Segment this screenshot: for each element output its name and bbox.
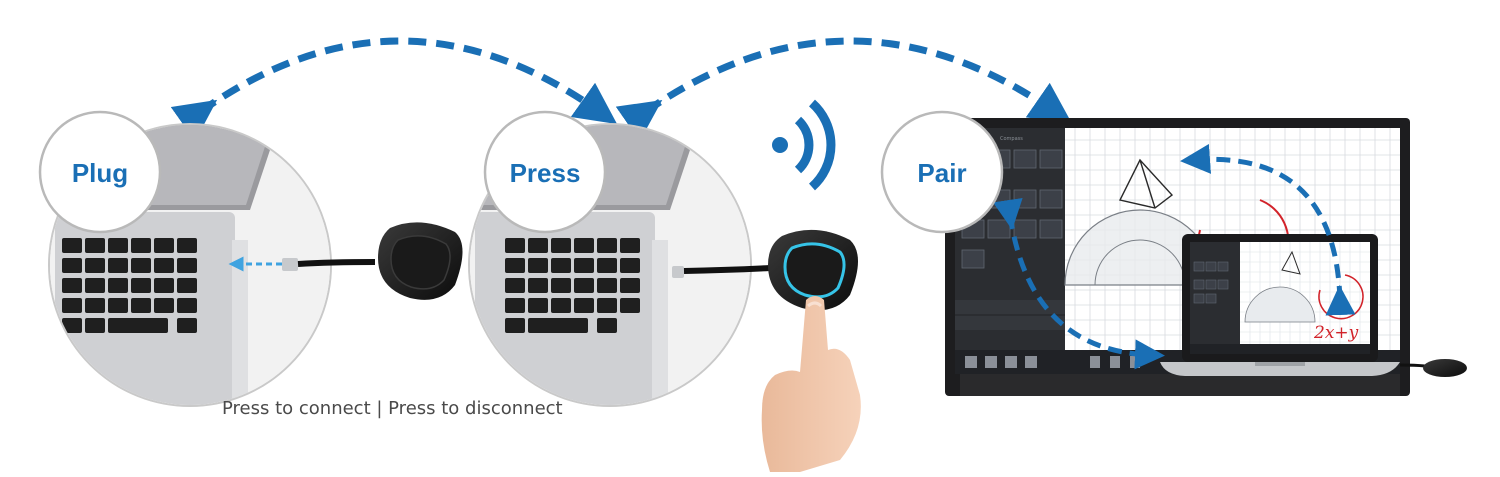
wireless-button-icon bbox=[768, 229, 858, 311]
pair-label: Pair bbox=[917, 158, 966, 188]
press-pair-arrow bbox=[615, 37, 1073, 142]
pair-badge: Pair bbox=[880, 110, 1004, 234]
press-badge: Press bbox=[483, 110, 607, 234]
laptop-icon: 2x+y bbox=[1160, 234, 1467, 377]
hand-icon bbox=[761, 296, 861, 472]
display-laptop-arrow bbox=[992, 197, 1165, 370]
laptop-display-arrow bbox=[1180, 143, 1356, 316]
plug-badge: Plug bbox=[38, 110, 162, 234]
keyboard bbox=[62, 238, 197, 333]
wifi-signal-icon bbox=[772, 99, 836, 191]
handwriting-small: 2x+y bbox=[1313, 323, 1359, 343]
svg-text:Compass: Compass bbox=[1000, 136, 1023, 142]
connect-caption: Press to connect | Press to disconnect bbox=[222, 398, 563, 419]
plug-label: Plug bbox=[72, 158, 128, 188]
press-label: Press bbox=[510, 158, 581, 188]
keyboard bbox=[505, 238, 640, 333]
plug-press-arrow bbox=[170, 37, 618, 142]
wireless-button-icon bbox=[378, 222, 463, 300]
